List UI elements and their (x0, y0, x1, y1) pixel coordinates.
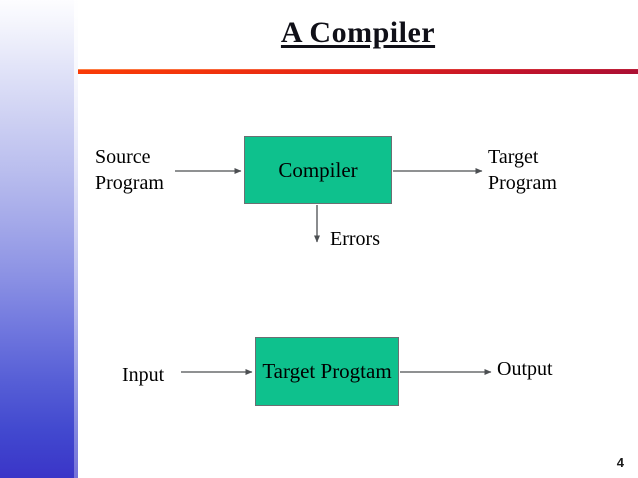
process-box-compiler: Compiler (244, 136, 392, 204)
label-source-program: Source Program (95, 146, 164, 194)
title-accent-rule (78, 69, 638, 74)
process-box-compiler-label: Compiler (278, 157, 358, 182)
sidebar-edge-highlight (74, 0, 78, 478)
label-output: Output (497, 358, 553, 380)
process-box-target-program-label: Target Progtam (262, 359, 392, 383)
title-accent-rule-highlight (78, 69, 638, 70)
page-title-text: A Compiler (280, 16, 436, 49)
process-box-target-program: Target Progtam (255, 337, 399, 406)
sidebar-gradient-band (0, 0, 78, 478)
label-target-program: Target Program (488, 146, 557, 194)
label-input: Input (122, 364, 165, 386)
page-title: A Compiler (78, 16, 638, 50)
label-errors: Errors (330, 228, 380, 250)
page-number: 4 (616, 455, 624, 470)
